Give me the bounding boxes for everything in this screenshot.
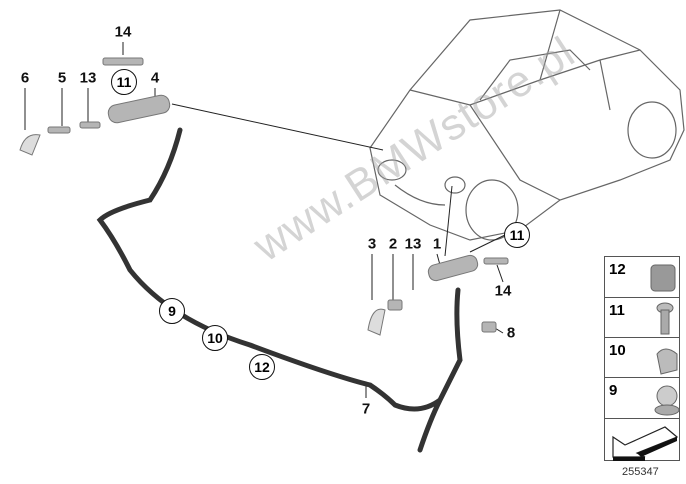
callout-9: 9 <box>159 298 185 324</box>
legend-item-12: 12 <box>604 256 680 298</box>
legend-number: 9 <box>609 382 618 399</box>
callout-11-right: 11 <box>504 222 530 248</box>
callout-4: 4 <box>150 69 160 87</box>
legend-number: 12 <box>609 261 626 278</box>
clamp-icon <box>656 348 678 375</box>
screw-icon <box>656 302 674 335</box>
legend-item-11: 11 <box>604 297 680 338</box>
callout-12: 12 <box>249 354 275 380</box>
callout-14-right: 14 <box>494 282 512 300</box>
washer-parts-top <box>19 57 509 336</box>
callout-11-top: 11 <box>111 69 137 95</box>
callout-3: 3 <box>367 235 377 253</box>
callout-13-right: 13 <box>404 235 422 253</box>
callout-10: 10 <box>202 325 228 351</box>
callout-7: 7 <box>361 400 371 418</box>
callout-14-top: 14 <box>114 23 132 41</box>
legend-number: 11 <box>609 302 625 319</box>
callout-2: 2 <box>388 235 398 253</box>
callout-1: 1 <box>432 235 442 253</box>
washer-hose <box>96 127 463 453</box>
legend-direction-box <box>604 418 680 461</box>
callout-5: 5 <box>57 69 67 87</box>
callout-13-top: 13 <box>79 69 97 87</box>
legend-item-9: 9 <box>604 377 680 419</box>
callout-6: 6 <box>20 69 30 87</box>
leader-lines <box>24 42 506 398</box>
callout-8: 8 <box>506 324 516 342</box>
car-illustration <box>369 9 685 241</box>
direction-arrow-icon <box>612 426 679 461</box>
legend-item-10: 10 <box>604 337 680 378</box>
clip-nut-icon <box>650 264 676 292</box>
diagram-part-number: 255347 <box>622 466 659 478</box>
legend-number: 10 <box>609 342 626 359</box>
hose-clip-icon <box>654 385 680 416</box>
